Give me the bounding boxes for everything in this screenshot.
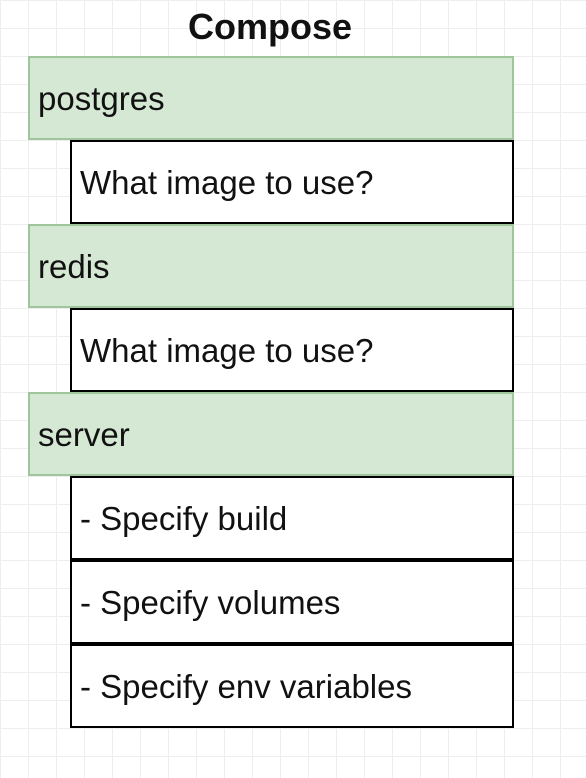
postgres-detail-image: What image to use?	[70, 140, 514, 224]
server-detail-volumes: - Specify volumes	[70, 560, 514, 644]
redis-detail-image: What image to use?	[70, 308, 514, 392]
redis-service-box: redis	[28, 224, 514, 308]
server-detail-env-variables: - Specify env variables	[70, 644, 514, 728]
server-detail-build: - Specify build	[70, 476, 514, 560]
diagram-title: Compose	[187, 6, 353, 47]
postgres-service-box: postgres	[28, 56, 514, 140]
server-service-box: server	[28, 392, 514, 476]
